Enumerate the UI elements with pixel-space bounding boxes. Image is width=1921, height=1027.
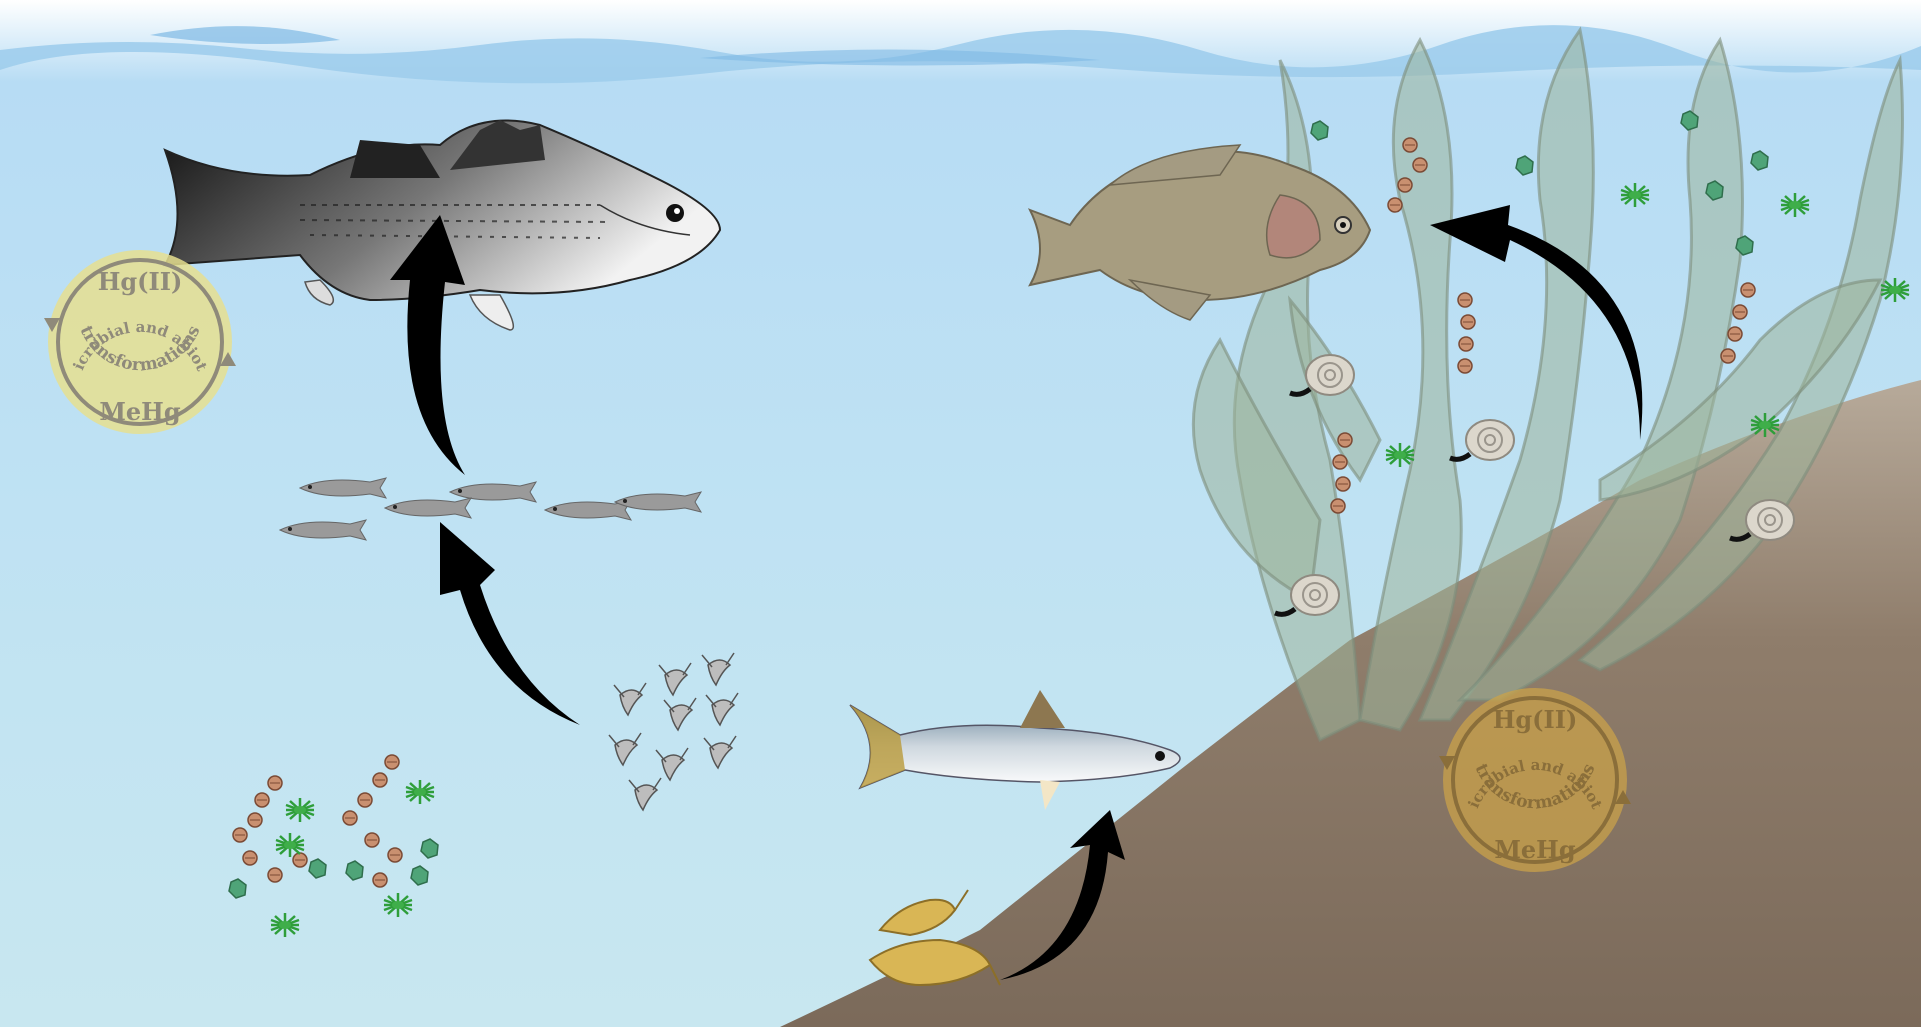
mehg-label: MeHg (99, 397, 181, 426)
mehg-label: MeHg (1494, 835, 1576, 864)
hg-ii-label: Hg(II) (98, 267, 183, 296)
hg-ii-label: Hg(II) (1493, 705, 1578, 734)
